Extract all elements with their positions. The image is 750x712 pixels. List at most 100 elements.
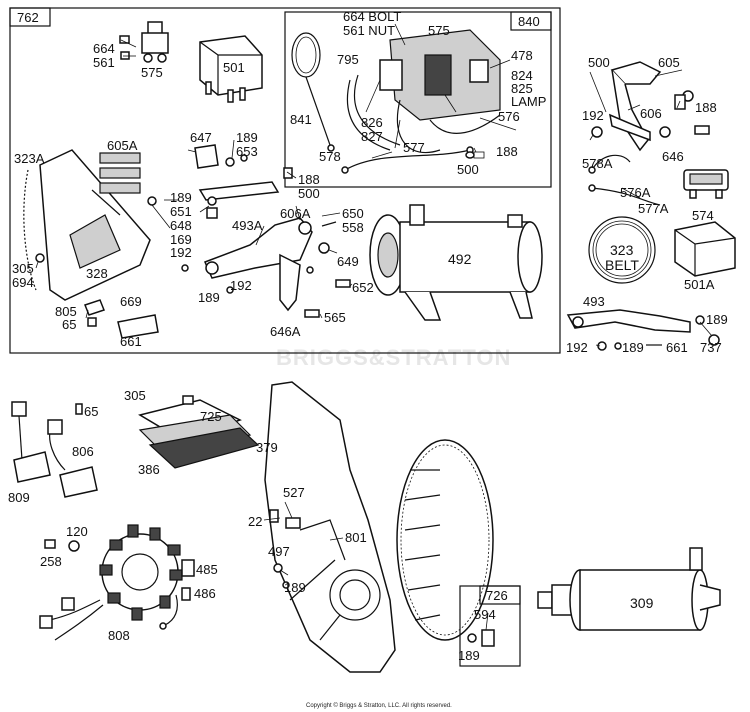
label-65-top: 65 <box>62 317 76 332</box>
bolt-664 <box>119 35 130 60</box>
label-646a: 646A <box>270 324 301 339</box>
label-561: 561 <box>93 55 115 70</box>
strap-500 <box>198 167 293 201</box>
flywheel <box>396 439 494 641</box>
label-189-low: 189 <box>198 290 220 305</box>
label-669: 669 <box>120 294 142 309</box>
label-737: 737 <box>700 340 722 355</box>
label-558: 558 <box>342 220 364 235</box>
label-664: 664 <box>93 41 115 56</box>
bolt-258 <box>44 539 80 552</box>
connector-809 <box>11 401 51 483</box>
label-323a: 323A <box>14 151 45 166</box>
label-565: 565 <box>324 310 346 325</box>
wire-576a <box>588 184 661 206</box>
label-827: 827 <box>361 129 383 144</box>
label-belt: BELT <box>605 257 639 273</box>
starter-309 <box>537 547 721 631</box>
label-305-bottom: 305 <box>124 388 146 403</box>
label-605: 605 <box>658 55 680 70</box>
copyright-notice: Copyright © Briggs & Stratton, LLC. All … <box>306 702 452 709</box>
box-762-frame <box>9 7 561 354</box>
back-plate-801 <box>264 381 396 673</box>
label-577a: 577A <box>638 201 669 216</box>
label-192-mid: 192 <box>230 278 252 293</box>
box-840-frame <box>284 11 552 188</box>
label-22: 22 <box>248 514 262 529</box>
label-485: 485 <box>196 562 218 577</box>
box-762: 762 <box>9 7 561 354</box>
ammeter-574 <box>683 169 729 199</box>
label-653: 653 <box>236 144 258 159</box>
belt-guard-323a <box>23 149 151 301</box>
label-527: 527 <box>283 485 305 500</box>
belt-323 <box>588 216 656 284</box>
label-493: 493 <box>583 294 605 309</box>
label-576a: 576A <box>620 185 651 200</box>
plate-725 <box>138 395 260 469</box>
label-492: 492 <box>448 251 472 267</box>
bracket-605-606 <box>591 61 710 152</box>
rectifier-501 <box>199 35 263 103</box>
label-661-main: 661 <box>120 334 142 349</box>
label-189-mid: 189 <box>170 190 192 205</box>
switch-575 <box>141 21 169 63</box>
label-664-bolt: 664 BOLT <box>343 9 401 24</box>
box-726-tag-frame <box>479 585 521 605</box>
rectifier-501a <box>674 221 736 277</box>
label-497: 497 <box>268 544 290 559</box>
box-726-tag: 726 <box>486 588 508 603</box>
label-606a: 606A <box>280 206 311 221</box>
label-501a: 501A <box>684 277 715 292</box>
leader-lines <box>35 23 713 631</box>
bolts-650 <box>304 221 351 318</box>
washers-651 <box>147 196 218 219</box>
label-493a: 493A <box>232 218 263 233</box>
label-189-bottom-right: 189 <box>622 340 644 355</box>
label-825: 825 <box>511 81 533 96</box>
box-840-tag: 840 <box>518 14 540 29</box>
block-647 <box>194 144 248 169</box>
label-826: 826 <box>361 115 383 130</box>
clamp-841 <box>291 32 335 152</box>
bracket-493a <box>181 217 330 312</box>
label-189-top: 189 <box>236 130 258 145</box>
wire-578a <box>588 154 631 174</box>
label-841: 841 <box>290 112 312 127</box>
label-188-right: 188 <box>695 100 717 115</box>
label-561-nut: 561 NUT <box>343 23 395 38</box>
label-648: 648 <box>170 218 192 233</box>
label-258: 258 <box>40 554 62 569</box>
label-649: 649 <box>337 254 359 269</box>
label-120: 120 <box>66 524 88 539</box>
bracket-493 <box>566 309 720 351</box>
label-lamp: LAMP <box>511 94 546 109</box>
label-805: 805 <box>55 304 77 319</box>
label-192-left: 192 <box>170 245 192 260</box>
label-725: 725 <box>200 409 222 424</box>
label-189-plate: 189 <box>284 580 306 595</box>
label-386: 386 <box>138 462 160 477</box>
label-189-flywheel: 189 <box>458 648 480 663</box>
label-578: 578 <box>319 149 341 164</box>
label-650: 650 <box>342 206 364 221</box>
label-486: 486 <box>194 586 216 601</box>
part-labels: 664 BOLT 561 NUT 575 478 795 824 825 LAM… <box>8 9 728 663</box>
label-646: 646 <box>662 149 684 164</box>
label-188-inner: 188 <box>496 144 518 159</box>
label-478: 478 <box>511 48 533 63</box>
label-65-bottom: 65 <box>84 404 98 419</box>
box-840-tag-frame <box>510 11 552 31</box>
bracket-669 <box>84 299 159 339</box>
label-574: 574 <box>692 208 714 223</box>
stator-808 <box>39 524 195 641</box>
label-578a: 578A <box>582 156 613 171</box>
label-323-belt: 323 <box>610 242 634 258</box>
box-726: 726 <box>459 585 521 667</box>
label-305-top: 305 <box>12 261 34 276</box>
label-328: 328 <box>86 266 108 281</box>
box-762-tag: 762 <box>17 10 39 25</box>
box-840: 840 <box>284 11 552 188</box>
label-647: 647 <box>190 130 212 145</box>
